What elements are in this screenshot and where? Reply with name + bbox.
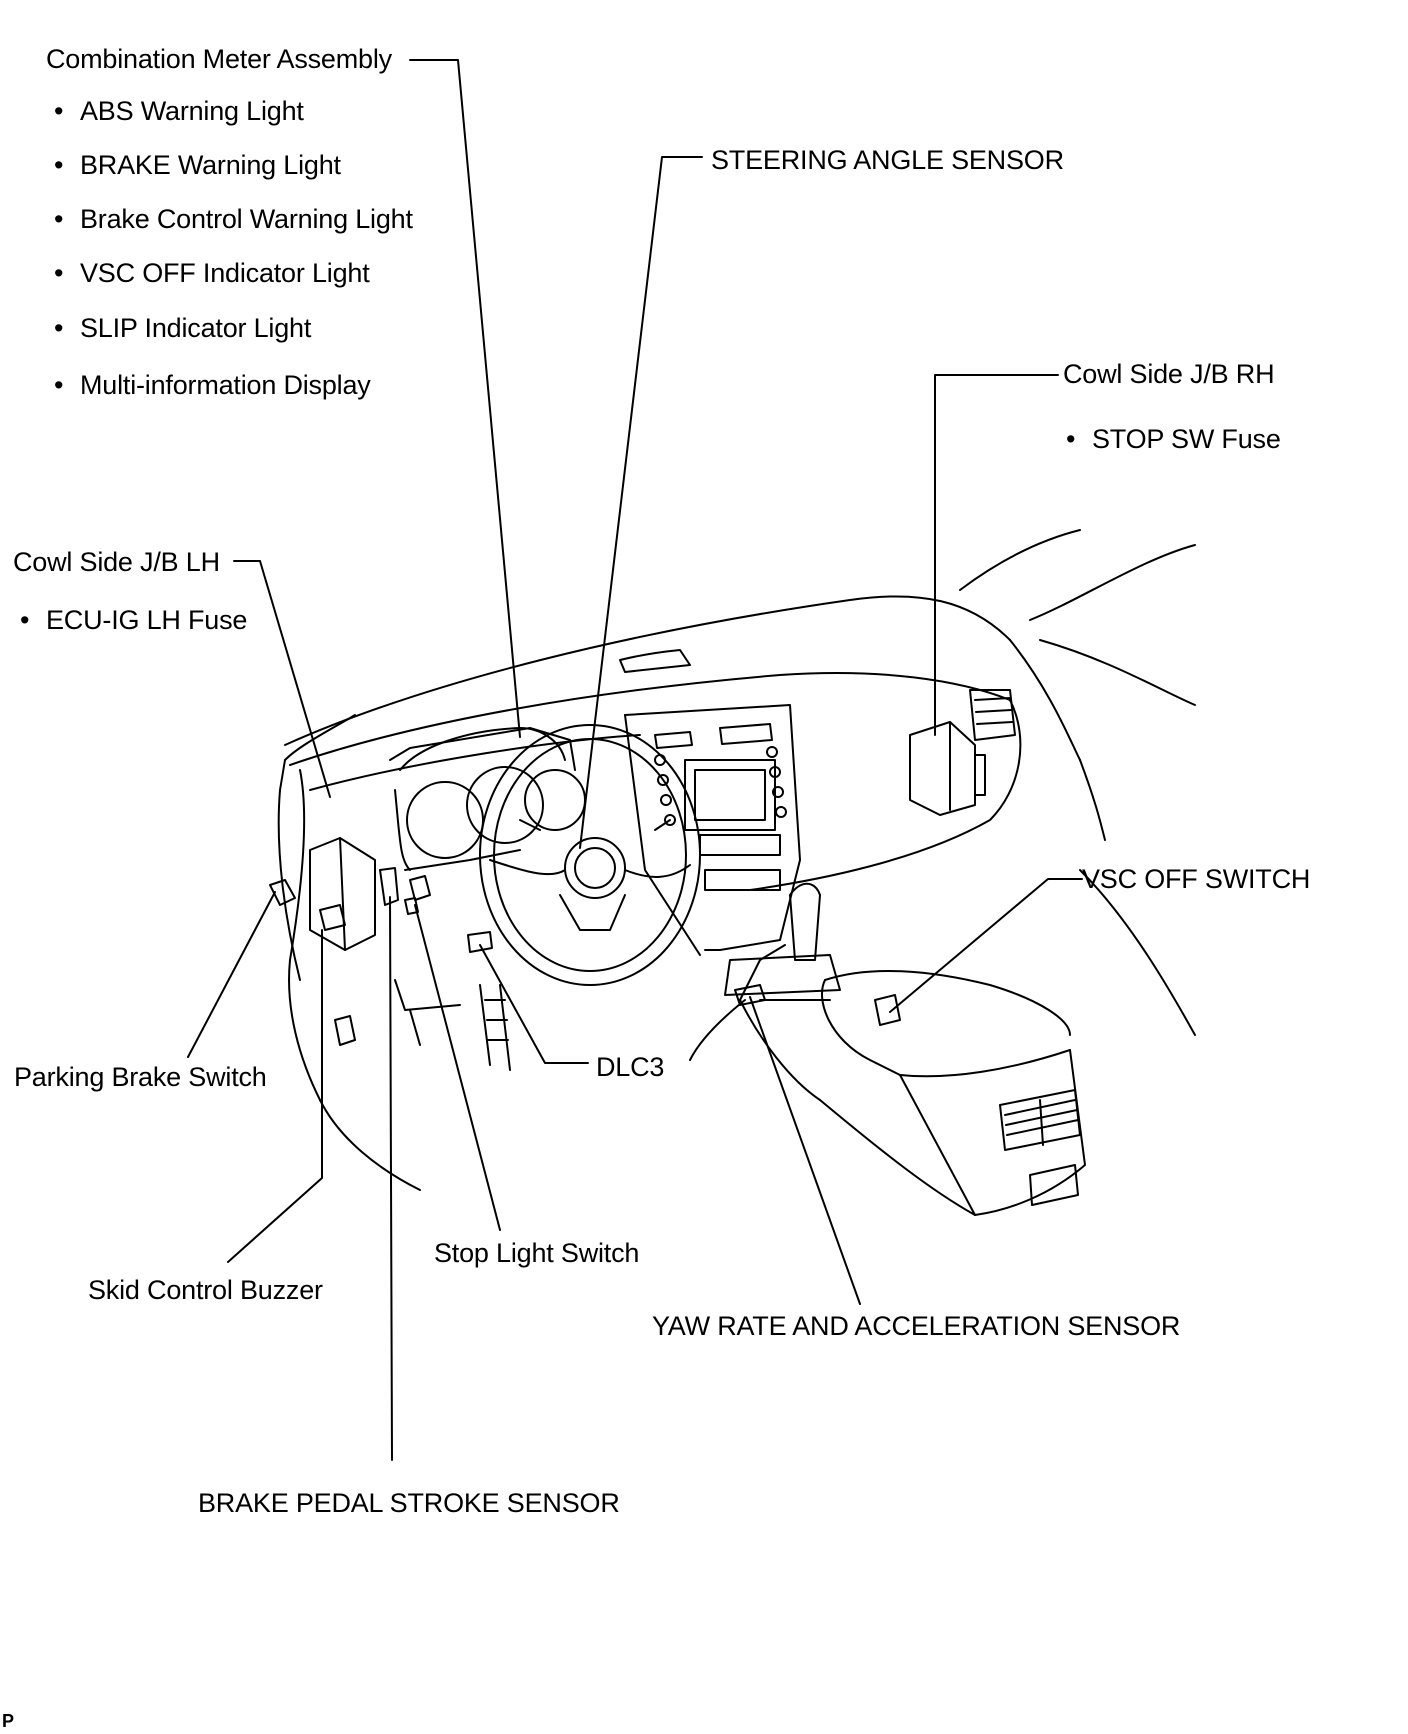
instrument-cluster xyxy=(389,727,586,871)
left-door-panel xyxy=(277,759,321,1101)
combination-meter-title: Combination Meter Assembly xyxy=(46,44,392,74)
leader-yaw-rate xyxy=(749,996,861,1305)
steering-column xyxy=(479,984,511,1071)
brake-pedal-stroke-sensor-label: BRAKE PEDAL STROKE SENSOR xyxy=(198,1488,620,1518)
cowl-side-jb-rh-box xyxy=(909,721,986,816)
cowl-side-jb-lh-label: Cowl Side J/B LH xyxy=(13,547,220,577)
cowl-side-jb-lh-box xyxy=(309,837,376,951)
figure-id: P xyxy=(2,1711,14,1731)
center-stack xyxy=(624,704,801,956)
combination-meter-item: BRAKE Warning Light xyxy=(54,152,341,179)
dlc3-part xyxy=(467,931,493,953)
leader-vsc-off xyxy=(889,878,1083,1013)
leader-parking-brake xyxy=(187,891,276,1058)
dlc3-label: DLC3 xyxy=(596,1052,665,1082)
combination-meter-item: Brake Control Warning Light xyxy=(54,206,413,233)
yaw-rate-sensor-label: YAW RATE AND ACCELERATION SENSOR xyxy=(652,1311,1181,1341)
leader-cowl-jb-lh xyxy=(233,560,331,798)
dashboard-top xyxy=(289,649,1022,891)
combination-meter-item: Multi-information Display xyxy=(54,372,371,399)
shift-lever xyxy=(724,882,841,996)
parking-brake-switch-part xyxy=(269,879,296,906)
combination-meter-item: ABS Warning Light xyxy=(54,98,304,125)
parking-brake-switch-label: Parking Brake Switch xyxy=(14,1062,267,1092)
right-vent xyxy=(969,689,1016,741)
leader-brake-pedal-stroke xyxy=(389,896,393,1461)
steering-angle-sensor-label: STEERING ANGLE SENSOR xyxy=(711,145,1064,175)
leader-combination-meter xyxy=(409,59,521,738)
cowl-side-jb-rh-label: Cowl Side J/B RH xyxy=(1063,359,1275,389)
rear-console-vents xyxy=(999,1089,1081,1206)
leader-stop-light xyxy=(414,904,501,1231)
yaw-rate-sensor-part xyxy=(734,984,766,1006)
center-console xyxy=(739,944,1086,1216)
stop-light-switch-label: Stop Light Switch xyxy=(434,1238,640,1268)
leader-steering-angle xyxy=(579,156,703,849)
combination-meter-item: SLIP Indicator Light xyxy=(54,315,311,342)
stop-light-switch-part xyxy=(404,875,431,915)
cowl-side-jb-rh-item: STOP SW Fuse xyxy=(1066,426,1281,453)
windshield-outline xyxy=(284,529,1196,841)
brake-pedal-part xyxy=(334,867,399,1046)
combination-meter-item: VSC OFF Indicator Light xyxy=(54,260,370,287)
leader-cowl-jb-rh xyxy=(934,374,1059,736)
skid-control-buzzer-label: Skid Control Buzzer xyxy=(88,1275,323,1305)
vsc-off-switch-label: VSC OFF SWITCH xyxy=(1082,864,1311,894)
leader-skid-buzzer xyxy=(227,929,323,1263)
vsc-off-switch-part xyxy=(874,994,901,1026)
leader-dlc3 xyxy=(479,944,589,1064)
leader-lines xyxy=(187,59,1083,1461)
cowl-side-jb-lh-item: ECU-IG LH Fuse xyxy=(20,607,247,634)
